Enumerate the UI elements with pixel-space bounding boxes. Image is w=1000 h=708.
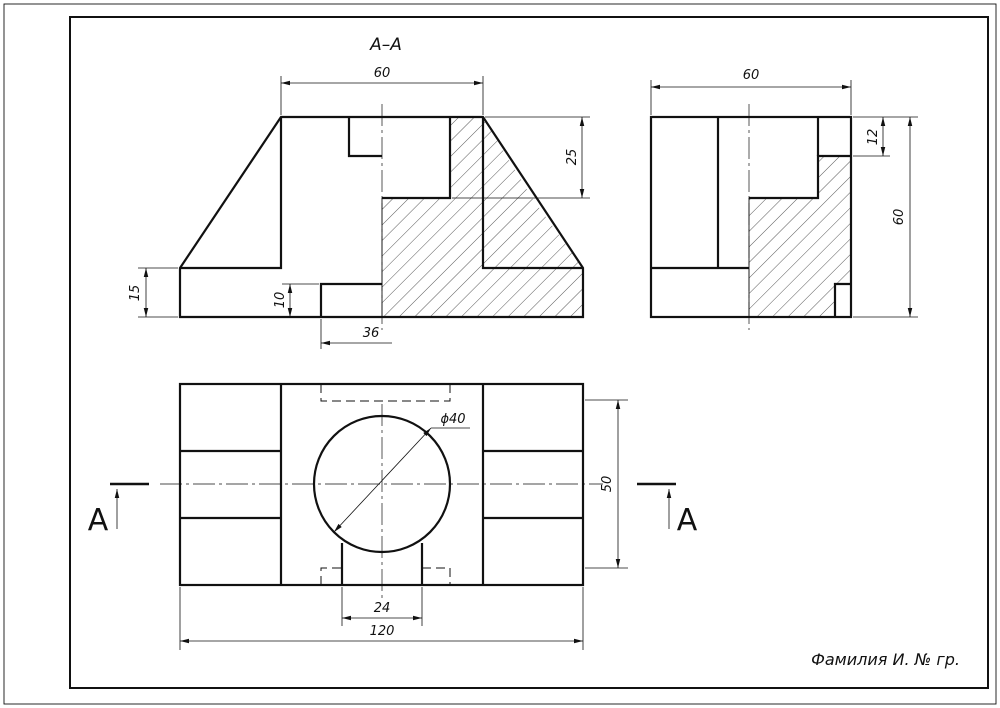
dim-front-base-height: 15	[128, 285, 143, 302]
side-outline	[649, 115, 853, 319]
plan-dimensions: 50 24 120	[179, 399, 628, 650]
side-hatch-mask	[836, 285, 850, 316]
groove-outline	[319, 282, 382, 317]
section-marker-left: A	[88, 482, 149, 538]
dim-front-groove-width: 36	[363, 326, 380, 341]
dim-front-height-upper: 25	[565, 149, 580, 166]
side-pocket-step	[749, 154, 851, 200]
plan-view: ϕ40	[160, 382, 603, 600]
dim-plan-total-length: 120	[370, 624, 395, 639]
dim-plan-slot-width: 24	[374, 601, 391, 616]
dim-side-width: 60	[743, 68, 760, 83]
front-dimensions: 60 25 15 10 36	[128, 66, 590, 349]
dim-front-groove-height: 10	[273, 292, 288, 309]
left-shoulder	[180, 117, 283, 270]
side-hatch	[749, 156, 851, 317]
drawing-frame	[69, 16, 989, 689]
side-view	[649, 104, 853, 330]
dim-side-height: 60	[892, 209, 907, 226]
diameter-leader	[333, 427, 432, 533]
side-dimensions: 60 12 60	[650, 68, 918, 318]
dim-plan-diameter: ϕ40	[440, 412, 465, 427]
section-letter-right: A	[677, 503, 698, 538]
side-groove	[833, 282, 851, 317]
outer-border	[3, 3, 997, 705]
right-shoulder	[481, 117, 583, 270]
section-hatch-upper	[450, 117, 532, 198]
section-letter-left: A	[88, 503, 109, 538]
plan-outline	[178, 382, 585, 587]
front-section-view	[178, 104, 585, 330]
pocket-right-wall	[382, 117, 452, 200]
section-title: A–A	[369, 35, 402, 55]
dim-front-width: 60	[374, 66, 391, 81]
hidden-groove-bottom	[320, 567, 342, 585]
pocket-left-step	[347, 117, 382, 158]
dim-plan-depth: 50	[600, 476, 615, 493]
dim-side-step: 12	[866, 129, 881, 146]
title-block-text: Фамилия И. № гр.	[811, 650, 960, 669]
section-marker-right: A	[637, 482, 698, 538]
hidden-pocket-top	[320, 384, 451, 402]
